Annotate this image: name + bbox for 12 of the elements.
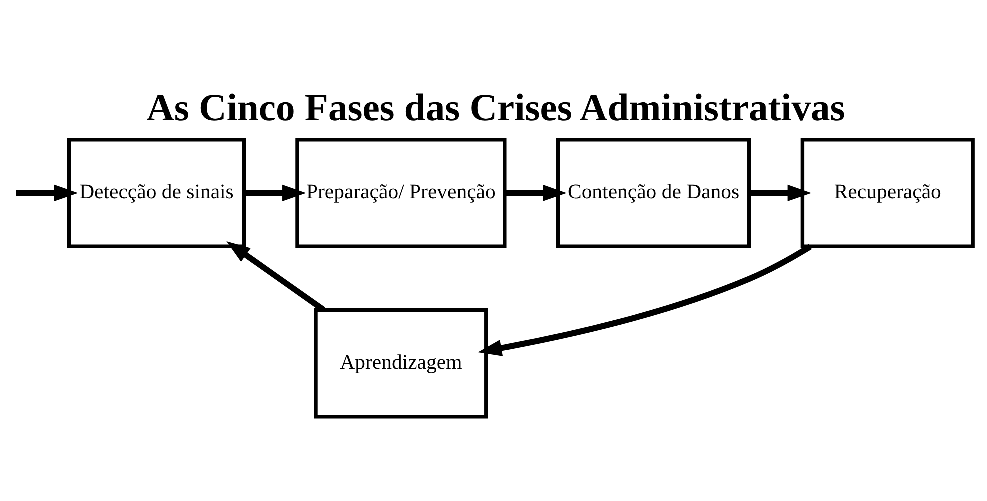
arrow: [504, 184, 566, 202]
arrow: [478, 244, 812, 356]
arrow: [749, 184, 812, 202]
arrow: [226, 240, 326, 312]
node-box: Recuperação: [800, 138, 974, 248]
diagram-title: As Cinco Fases das Crises Administrativas: [146, 86, 845, 129]
node-box: Aprendizagem: [314, 308, 488, 418]
node-box: Detecção de sinais: [66, 138, 246, 248]
arrow: [244, 184, 306, 202]
node-box: Contenção de Danos: [556, 138, 751, 248]
arrow: [16, 184, 78, 202]
node-box: Preparação/ Prevenção: [295, 138, 506, 248]
